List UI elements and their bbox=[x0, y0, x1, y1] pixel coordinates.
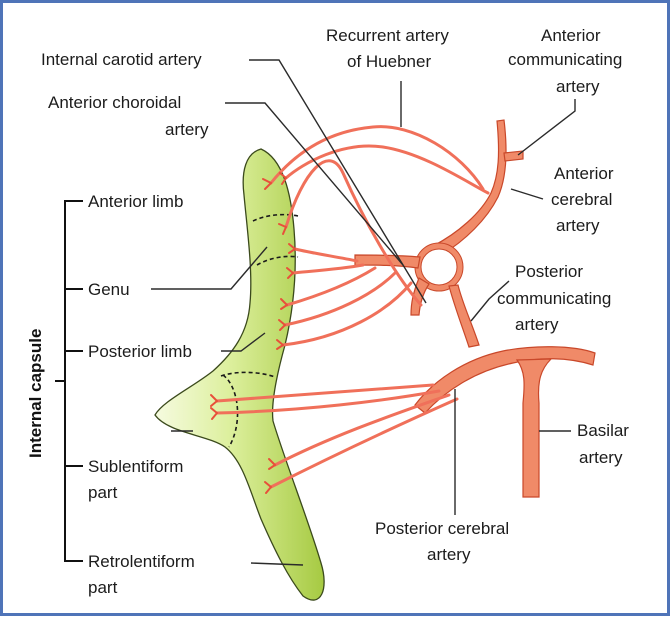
label-anterior-cerebral-line1: Anterior bbox=[554, 164, 614, 183]
posterior-branch-4 bbox=[269, 397, 459, 489]
leader-retrolentiform bbox=[250, 562, 304, 566]
label-anterior-choroidal-line2: artery bbox=[165, 120, 209, 139]
boundary-anterior-limb-genu bbox=[252, 213, 299, 222]
striate-branch-1 bbox=[293, 247, 359, 263]
anterior-communicating-artery bbox=[503, 150, 524, 162]
anterior-cerebral-artery bbox=[432, 119, 507, 256]
label-retrolentiform-line2: part bbox=[88, 578, 118, 597]
label-posterior-communicating-line2: communicating bbox=[497, 289, 611, 308]
label-retrolentiform-line1: Retrolentiform bbox=[88, 552, 195, 571]
label-anterior-communicating-line1: Anterior bbox=[541, 26, 601, 45]
label-anterior-limb: Anterior limb bbox=[88, 192, 183, 211]
huebner-secondary-branch bbox=[284, 144, 490, 195]
label-basilar-line1: Basilar bbox=[577, 421, 629, 440]
diagram-canvas: Internal carotid artery Recurrent artery… bbox=[26, 26, 629, 601]
label-posterior-cerebral-line1: Posterior cerebral bbox=[375, 519, 509, 538]
posterior-communicating-artery bbox=[448, 284, 480, 348]
internal-capsule-shape bbox=[154, 148, 325, 601]
striate-branch-2 bbox=[291, 263, 365, 275]
posterior-branch-2 bbox=[215, 389, 441, 415]
label-anterior-communicating-line2: communicating bbox=[508, 50, 622, 69]
label-recurrent-artery-line1: Recurrent artery bbox=[326, 26, 449, 45]
label-anterior-cerebral-line2: cerebral bbox=[551, 190, 612, 209]
label-posterior-communicating-line3: artery bbox=[515, 315, 559, 334]
label-posterior-cerebral-line2: artery bbox=[427, 545, 471, 564]
leader-genu bbox=[151, 246, 268, 290]
leader-anterior-choroidal bbox=[225, 102, 404, 266]
recurrent-artery-of-huebner-branch bbox=[269, 125, 485, 191]
branch-tips bbox=[210, 172, 296, 494]
internal-capsule-bracket bbox=[55, 200, 83, 562]
label-genu: Genu bbox=[88, 280, 130, 299]
boundary-genu-posterior-limb bbox=[256, 255, 299, 266]
boundary-sublentiform-retrolentiform bbox=[222, 374, 239, 448]
label-posterior-communicating-line1: Posterior bbox=[515, 262, 583, 281]
leader-anterior-communicating bbox=[517, 99, 576, 156]
striate-branch-5 bbox=[281, 281, 413, 347]
leader-posterior-limb bbox=[221, 332, 266, 352]
label-internal-capsule: Internal capsule bbox=[26, 329, 45, 458]
label-sublentiform-line1: Sublentiform bbox=[88, 457, 183, 476]
leader-posterior-communicating bbox=[470, 280, 510, 322]
label-sublentiform-line2: part bbox=[88, 483, 118, 502]
anterior-choroidal-branch bbox=[284, 159, 423, 307]
striate-branch-3 bbox=[285, 266, 377, 307]
posterior-branch-3 bbox=[273, 393, 451, 467]
label-recurrent-artery-line2: of Huebner bbox=[347, 52, 431, 71]
posterior-branch-1 bbox=[215, 383, 435, 403]
posterior-cerebral-artery bbox=[414, 346, 596, 414]
label-basilar-line2: artery bbox=[579, 448, 623, 467]
label-internal-carotid-artery: Internal carotid artery bbox=[41, 50, 202, 69]
leader-anterior-cerebral bbox=[510, 188, 544, 200]
internal-carotid-stump bbox=[410, 277, 430, 316]
label-anterior-choroidal-line1: Anterior choroidal bbox=[48, 93, 181, 112]
label-anterior-cerebral-line3: artery bbox=[556, 216, 600, 235]
boundary-posterior-limb-sublentiform bbox=[220, 371, 276, 378]
basilar-artery bbox=[515, 358, 553, 498]
striate-branch-4 bbox=[283, 271, 397, 327]
leader-internal-carotid bbox=[249, 59, 427, 304]
label-anterior-communicating-line3: artery bbox=[556, 77, 600, 96]
label-posterior-limb: Posterior limb bbox=[88, 342, 192, 361]
